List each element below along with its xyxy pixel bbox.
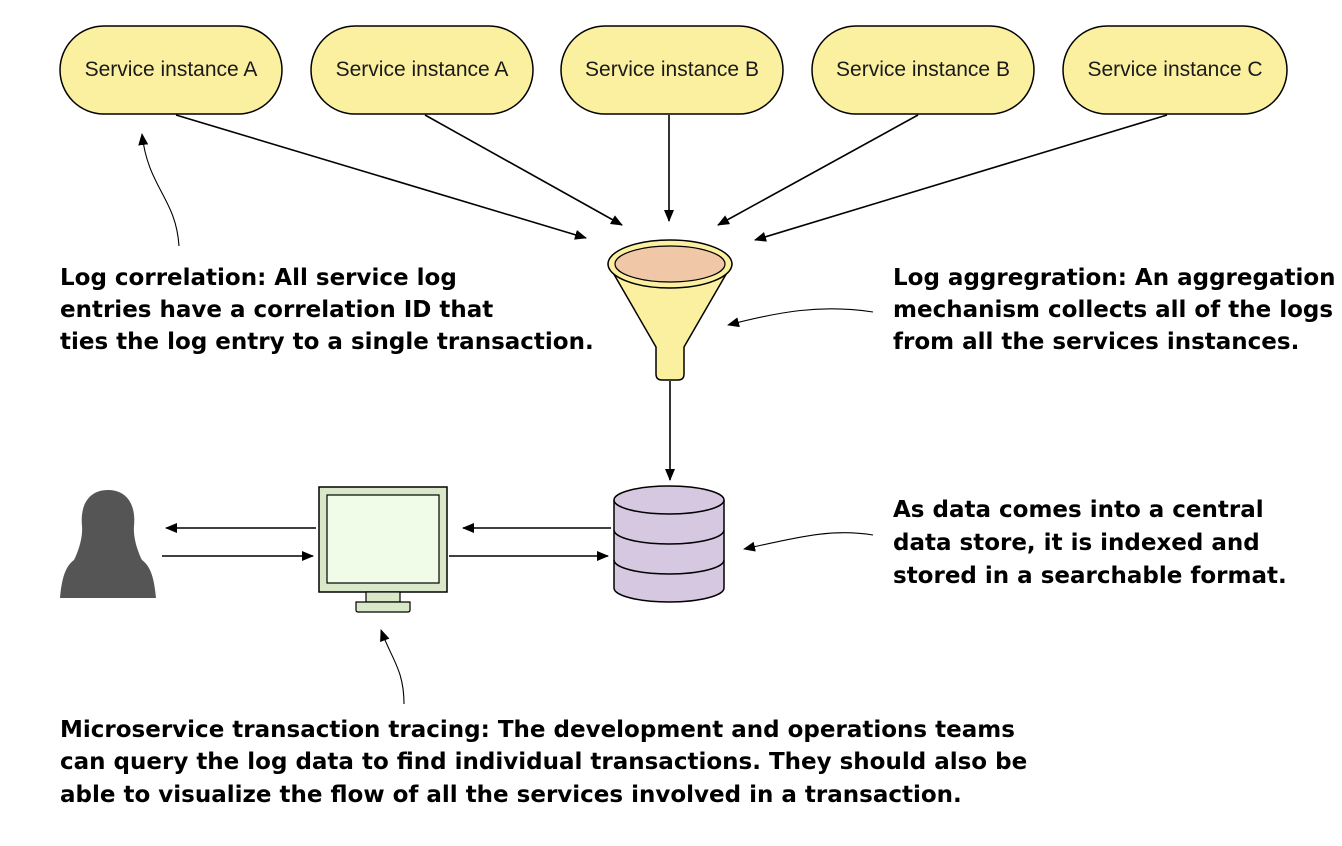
note-line: Log correlation: All service log	[60, 265, 457, 291]
note-line: entries have a correlation ID that	[60, 297, 493, 323]
callout-arrows	[138, 133, 874, 705]
arrow-service-a1	[175, 114, 587, 240]
service-label: Service instance C	[1087, 58, 1262, 81]
arrow-service-c	[754, 114, 1168, 242]
note-line: from all the services instances.	[893, 329, 1299, 355]
note-line: Log aggregration: An aggregation	[893, 265, 1336, 291]
database-icon	[613, 485, 725, 603]
service-instance-b2: Service instance B	[811, 25, 1035, 115]
service-label: Service instance A	[85, 58, 258, 81]
service-label: Service instance B	[836, 58, 1010, 81]
note-line: can query the log data to find individua…	[60, 749, 1027, 775]
arrow-service-a2	[424, 114, 623, 226]
person-icon	[60, 490, 156, 598]
service-label: Service instance B	[585, 58, 759, 81]
note-line: data store, it is indexed and	[893, 530, 1260, 556]
callout-log-correlation	[138, 133, 180, 247]
note-line: Microservice transaction tracing: The de…	[60, 717, 1015, 743]
data-store-note: As data comes into a central data store,…	[893, 497, 1287, 589]
funnel-icon	[607, 239, 733, 381]
callout-data-store	[743, 532, 874, 552]
log-correlation-note: Log correlation: All service log entries…	[60, 265, 594, 355]
service-instance-c: Service instance C	[1062, 25, 1288, 115]
monitor-icon	[318, 486, 448, 613]
note-line: able to visualize the flow of all the se…	[60, 782, 962, 808]
service-instance-a2: Service instance A	[310, 25, 534, 115]
note-line: mechanism collects all of the logs	[893, 297, 1333, 323]
note-line: stored in a searchable format.	[893, 563, 1287, 589]
callout-log-aggregation	[727, 308, 874, 328]
service-instance-a1: Service instance A	[59, 25, 283, 115]
arrow-service-b2	[717, 114, 919, 226]
note-line: ties the log entry to a single transacti…	[60, 329, 594, 355]
service-label: Service instance A	[336, 58, 509, 81]
note-line: As data comes into a central	[893, 497, 1264, 523]
log-aggregation-note: Log aggregration: An aggregation mechani…	[893, 265, 1342, 355]
tracing-note: Microservice transaction tracing: The de…	[60, 717, 1035, 808]
callout-tracing	[380, 629, 405, 705]
service-to-funnel-arrows	[175, 114, 1168, 242]
service-instance-b1: Service instance B	[560, 25, 784, 115]
flow-arrows	[162, 523, 611, 561]
